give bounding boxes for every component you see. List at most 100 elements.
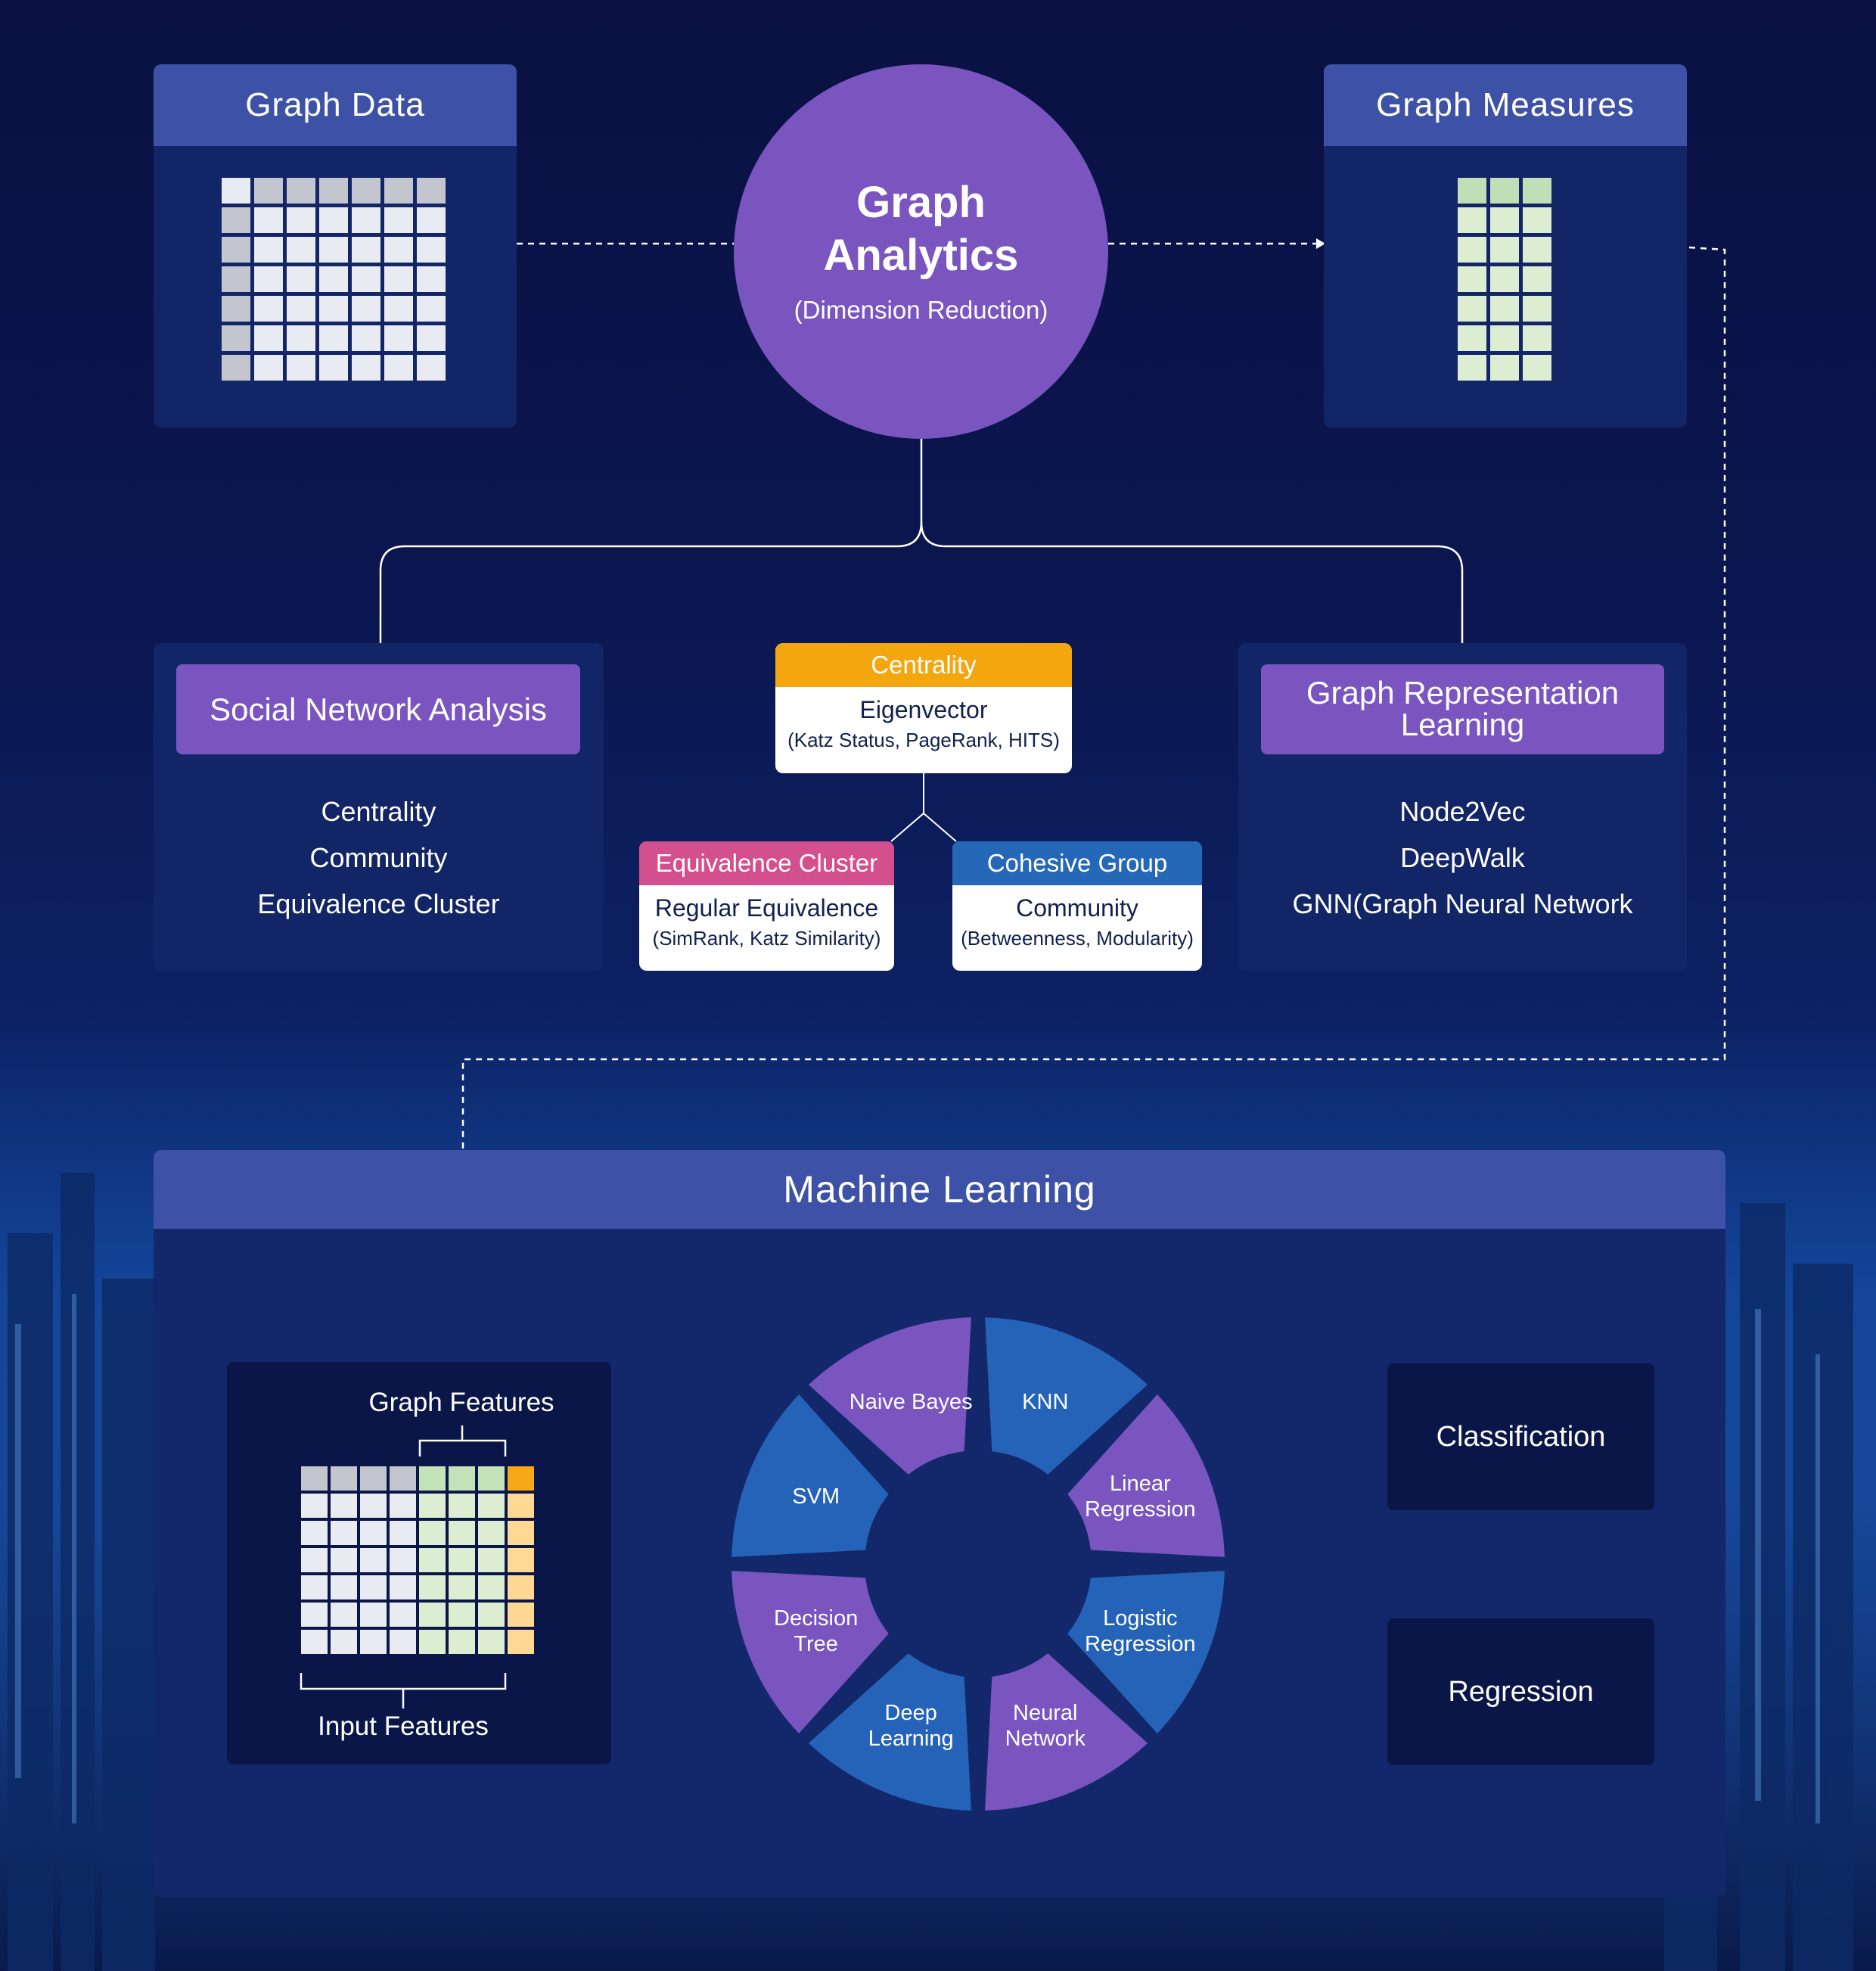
graph-measures-title: Graph Measures bbox=[1324, 64, 1687, 146]
graph-data-cell bbox=[287, 266, 315, 292]
feature-cell bbox=[390, 1521, 416, 1545]
graph-data-cell bbox=[254, 355, 283, 381]
feature-cell bbox=[390, 1603, 416, 1627]
feature-cell bbox=[478, 1630, 505, 1654]
graph-data-cell bbox=[352, 178, 380, 204]
wheel-segment bbox=[1067, 1394, 1225, 1557]
graph-measures-cell bbox=[1523, 296, 1551, 322]
wheel-label-line: Neural bbox=[1013, 1701, 1078, 1726]
feature-cell bbox=[508, 1575, 534, 1599]
graph-measures-cell bbox=[1458, 325, 1486, 351]
equivalence-card: Equivalence Cluster Regular Equivalence … bbox=[639, 841, 894, 971]
feature-cell bbox=[360, 1521, 387, 1545]
centrality-card: Centrality Eigenvector (Katz Status, Pag… bbox=[775, 643, 1072, 773]
graph-measures-cell bbox=[1490, 207, 1519, 233]
sna-title: Social Network Analysis bbox=[176, 664, 580, 754]
feature-cell bbox=[478, 1603, 505, 1627]
graph-data-cell bbox=[384, 266, 413, 292]
graph-data-cell bbox=[222, 178, 250, 204]
graph-data-cell bbox=[384, 355, 413, 381]
graph-data-cell bbox=[352, 355, 380, 381]
feature-cell bbox=[331, 1494, 357, 1518]
graph-data-cell bbox=[384, 207, 413, 233]
graph-measures-cell bbox=[1458, 355, 1486, 381]
equivalence-card-line2: (SimRank, Katz Similarity) bbox=[652, 927, 881, 950]
grl-item-gnn: GNN(Graph Neural Network bbox=[1292, 888, 1633, 919]
feature-cell bbox=[449, 1575, 475, 1599]
wheel-segment bbox=[985, 1317, 1148, 1475]
feature-cell bbox=[449, 1630, 475, 1654]
wheel-segment bbox=[731, 1571, 889, 1733]
graph-measures-cell bbox=[1490, 355, 1519, 381]
feature-cell bbox=[390, 1466, 416, 1491]
graph-data-cell bbox=[417, 296, 446, 322]
hub-title-line1: Graph bbox=[856, 178, 986, 227]
feature-cell bbox=[449, 1466, 475, 1491]
feature-cell bbox=[360, 1494, 387, 1518]
feature-cell bbox=[331, 1548, 357, 1572]
graph-data-cell bbox=[319, 296, 348, 322]
graph-data-cell bbox=[254, 237, 283, 263]
graph-measures-cell bbox=[1458, 207, 1486, 233]
graph-data-cell bbox=[417, 325, 446, 351]
feature-cell bbox=[390, 1548, 416, 1572]
feature-cell bbox=[508, 1466, 534, 1491]
hub-subtitle: (Dimension Reduction) bbox=[794, 296, 1048, 324]
graph-data-cell bbox=[254, 325, 283, 351]
grl-title: Graph Representation Learning bbox=[1261, 664, 1664, 754]
graph-data-cell bbox=[319, 237, 348, 263]
wheel-label-line: Decision bbox=[774, 1606, 859, 1631]
feature-cell bbox=[360, 1575, 387, 1599]
cohesive-group-card: Cohesive Group Community (Betweenness, M… bbox=[952, 841, 1202, 971]
feature-cell bbox=[419, 1603, 446, 1627]
sna-item-community: Community bbox=[309, 842, 448, 873]
wheel-segment-label: KNN bbox=[1022, 1389, 1068, 1415]
graph-measures-cell bbox=[1490, 296, 1519, 322]
graph-measures-cell bbox=[1523, 266, 1551, 292]
machine-learning-title: Machine Learning bbox=[154, 1150, 1725, 1229]
grl-title-line2: Learning bbox=[1400, 707, 1525, 742]
feature-cell bbox=[301, 1521, 328, 1545]
graph-data-cell bbox=[287, 207, 315, 233]
feature-cell bbox=[331, 1521, 357, 1545]
graph-data-cell bbox=[417, 237, 446, 263]
input-features-label: Input Features bbox=[318, 1711, 489, 1741]
classification-output: Classification bbox=[1387, 1363, 1654, 1510]
graph-data-cell bbox=[222, 355, 250, 381]
feature-cell bbox=[419, 1575, 446, 1599]
hub-branch-line bbox=[379, 439, 923, 643]
graph-measures-grid bbox=[1458, 178, 1551, 381]
graph-features-bracket bbox=[418, 1425, 507, 1456]
feature-cell bbox=[478, 1494, 505, 1518]
graph-data-cell bbox=[384, 325, 413, 351]
graph-data-cell bbox=[222, 237, 250, 263]
graph-measures-cell bbox=[1523, 325, 1551, 351]
feature-cell bbox=[508, 1521, 534, 1545]
graph-data-title: Graph Data bbox=[154, 64, 517, 146]
graph-data-cell bbox=[222, 266, 250, 292]
feature-cell bbox=[419, 1630, 446, 1654]
centrality-card-line2: (Katz Status, PageRank, HITS) bbox=[787, 729, 1060, 751]
feature-cell bbox=[331, 1630, 357, 1654]
graph-measures-cell bbox=[1523, 178, 1551, 204]
feature-cell bbox=[360, 1466, 387, 1491]
graph-measures-cell bbox=[1458, 178, 1486, 204]
grl-list: Node2Vec DeepWalk GNN(Graph Neural Netwo… bbox=[1238, 788, 1687, 927]
feature-cell bbox=[301, 1603, 328, 1627]
wheel-label-line: SVM bbox=[792, 1484, 840, 1509]
graph-data-cell bbox=[417, 207, 446, 233]
graph-data-cell bbox=[254, 296, 283, 322]
graph-data-cell bbox=[287, 325, 315, 351]
graph-data-cell bbox=[352, 237, 380, 263]
graph-data-cell bbox=[287, 355, 315, 381]
feature-cell bbox=[331, 1603, 357, 1627]
graph-data-cell bbox=[417, 178, 446, 204]
equivalence-card-line1: Regular Equivalence bbox=[654, 894, 879, 922]
graph-data-grid bbox=[222, 178, 446, 381]
